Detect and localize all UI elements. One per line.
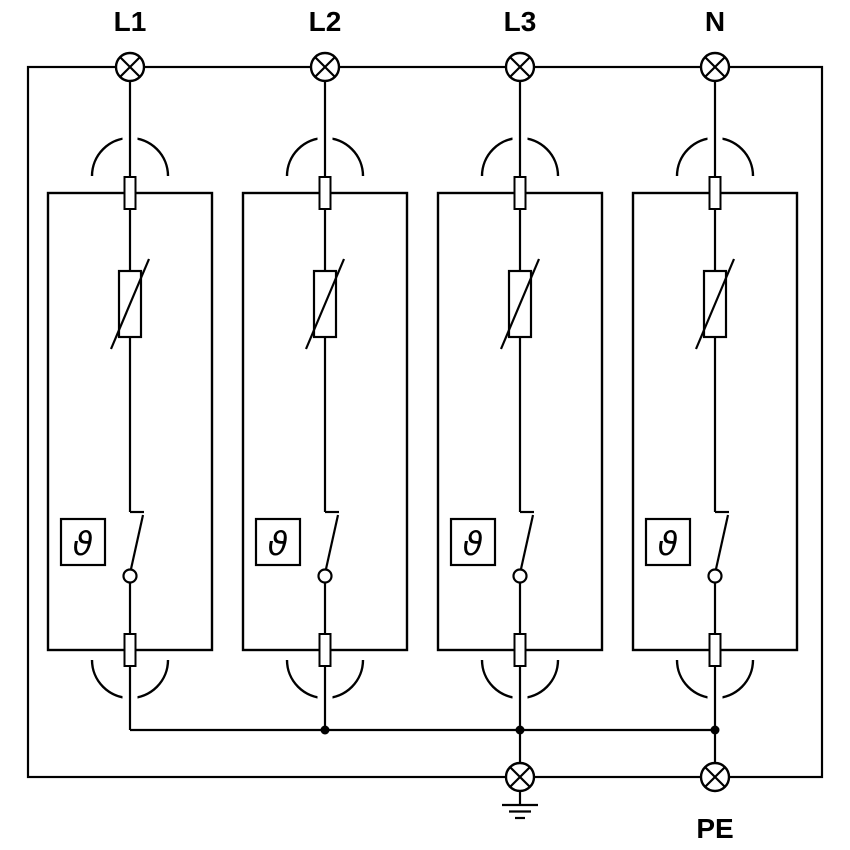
phase-label-n: N bbox=[705, 6, 725, 37]
phase-label-pe: PE bbox=[696, 813, 733, 844]
spd-channel-l2 bbox=[241, 51, 409, 732]
phase-label-l3: L3 bbox=[504, 6, 537, 37]
earth-ground-icon bbox=[502, 791, 538, 820]
spd-channel-l1 bbox=[46, 51, 214, 732]
terminal-cross bbox=[509, 766, 531, 788]
enclosure-outline bbox=[26, 65, 824, 779]
spd-channel-l3 bbox=[436, 51, 604, 732]
earth-terminal bbox=[504, 761, 536, 793]
pe-terminal bbox=[699, 761, 731, 793]
terminal-cross bbox=[704, 766, 726, 788]
phase-label-l1: L1 bbox=[114, 6, 147, 37]
spd-channel-n bbox=[631, 51, 799, 732]
phase-label-l2: L2 bbox=[309, 6, 342, 37]
